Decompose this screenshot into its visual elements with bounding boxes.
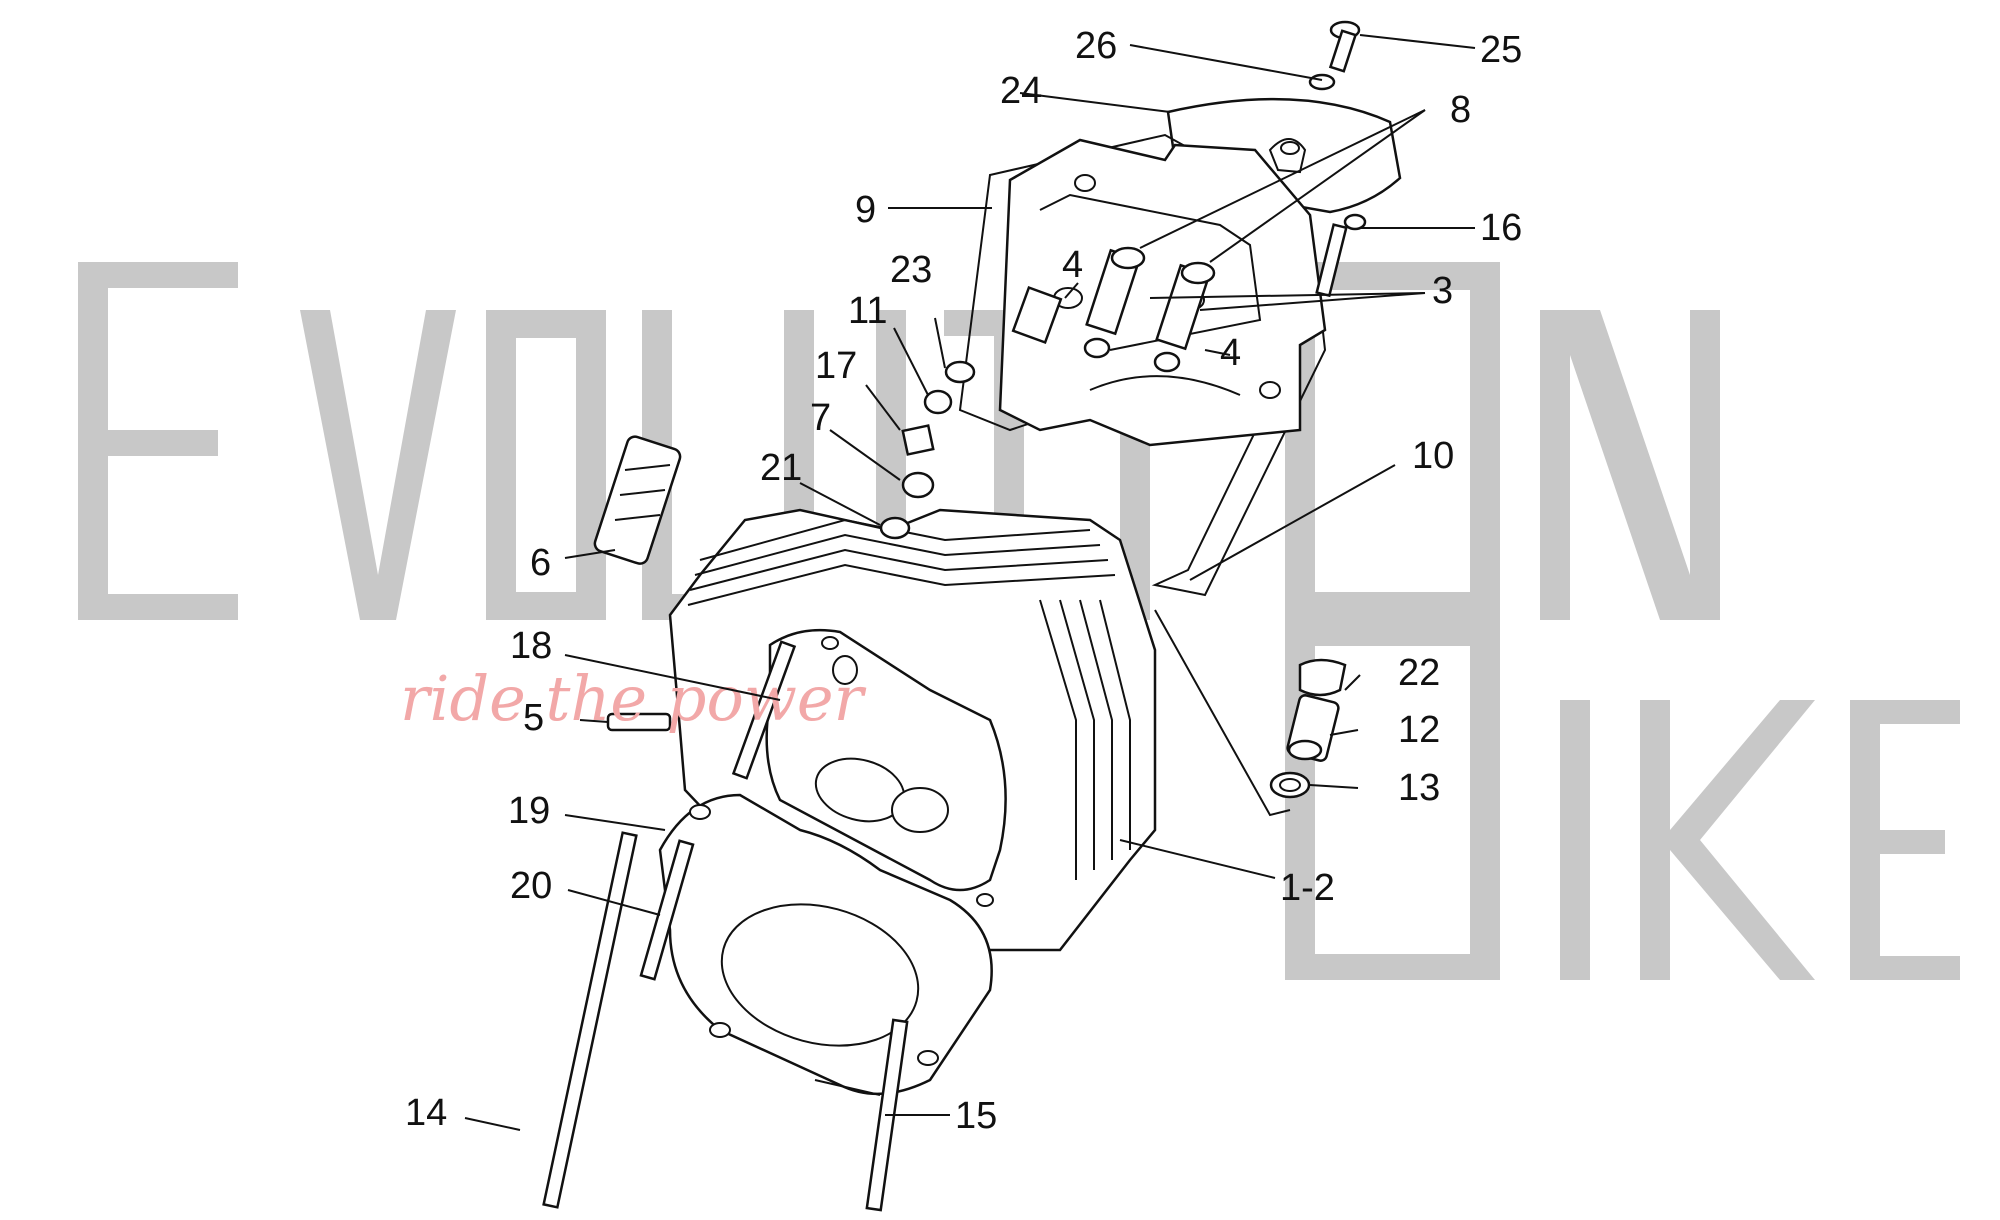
- callout-18: 18: [510, 625, 552, 667]
- callout-26: 26: [1075, 25, 1117, 67]
- callout-13: 13: [1398, 767, 1440, 809]
- filter-element-6: [593, 435, 682, 565]
- callout-7: 7: [810, 397, 831, 439]
- callout-16: 16: [1480, 207, 1522, 249]
- callout-19: 19: [508, 790, 550, 832]
- callout-24: 24: [1000, 70, 1042, 112]
- leader-lines: [464, 34, 1476, 1131]
- oil-pipe-22: [1298, 658, 1347, 697]
- callout-15: 15: [955, 1095, 997, 1137]
- watermark-letter-n: [1540, 310, 1720, 620]
- nut-7: [901, 471, 935, 499]
- watermark-letter-v: [300, 310, 456, 620]
- valve-spring-left: [1083, 246, 1146, 359]
- watermark-slogan: ride the power: [400, 662, 867, 735]
- valve-spring-right: [1153, 261, 1216, 373]
- callout-5: 5: [523, 697, 544, 739]
- cylinder-head-assembly: [542, 20, 1402, 1212]
- callout-8: 8: [1450, 89, 1471, 131]
- watermark-letter-b: [1285, 620, 1500, 980]
- rocker-housing: [998, 138, 1327, 447]
- callout-6: 6: [530, 542, 551, 584]
- watermark-letter-i2: [1560, 700, 1590, 980]
- callouts: 26 25 24 8 9 16 23 4 3 11 4 17 7 10 21 6…: [405, 25, 1522, 1137]
- callout-9: 9: [855, 189, 876, 231]
- bolt-25: [1308, 20, 1361, 91]
- callout-1-2: 1-2: [1280, 867, 1335, 909]
- cylinder-face: [765, 628, 1007, 892]
- callout-17: 17: [815, 345, 857, 387]
- washer-17: [901, 424, 935, 456]
- stud-20: [639, 839, 695, 981]
- callout-11: 11: [848, 290, 887, 332]
- callout-10: 10: [1412, 435, 1454, 477]
- watermark-letter-e2: [1850, 700, 1960, 980]
- watermark-letter-e: [78, 262, 238, 620]
- callout-14: 14: [405, 1092, 447, 1134]
- watermark-slogan-group: ride the power: [400, 662, 867, 735]
- oring-13: [1269, 771, 1311, 799]
- nut-11: [923, 389, 953, 415]
- watermark-letter-k: [1640, 700, 1815, 980]
- oil-pipe-12: [1286, 694, 1340, 762]
- callout-21: 21: [760, 447, 802, 489]
- stud-14: [542, 831, 638, 1209]
- callout-4a: 4: [1062, 244, 1083, 286]
- callout-22: 22: [1398, 652, 1440, 694]
- nut-23: [944, 360, 976, 384]
- callout-12: 12: [1398, 709, 1440, 751]
- callout-4b: 4: [1220, 332, 1241, 374]
- callout-25: 25: [1480, 29, 1522, 71]
- watermark-letter-o: [486, 310, 606, 620]
- callout-23: 23: [890, 249, 932, 291]
- washer-21: [879, 516, 911, 540]
- callout-20: 20: [510, 865, 552, 907]
- callout-3: 3: [1432, 270, 1453, 312]
- stud-18: [731, 640, 797, 780]
